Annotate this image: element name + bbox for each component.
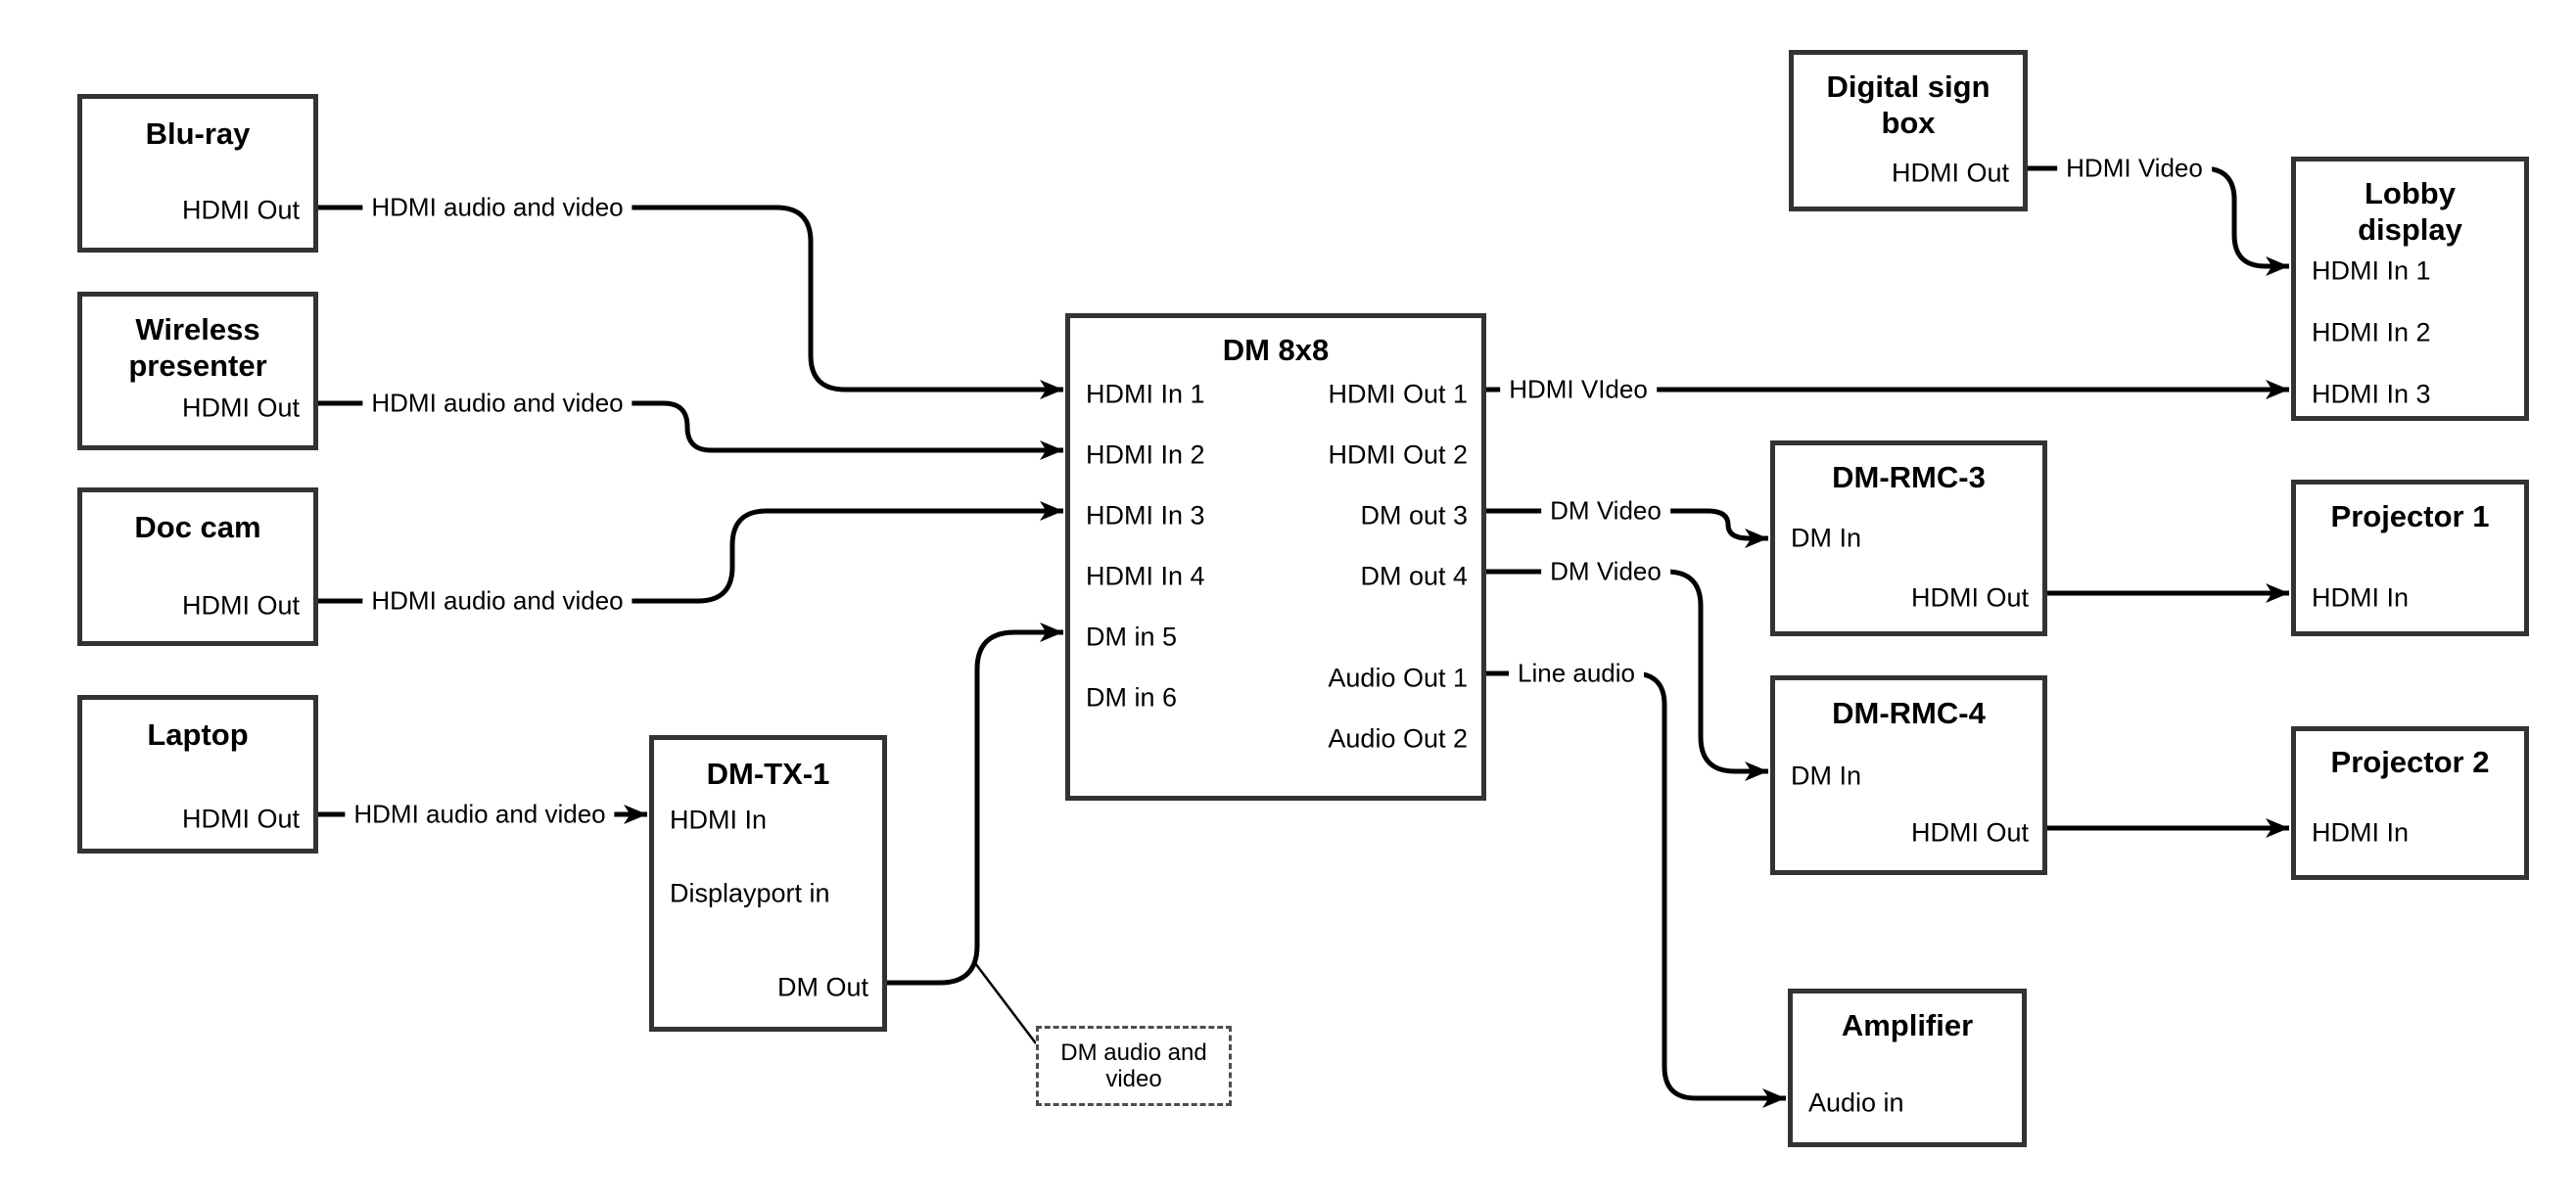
node-wireless-title-line2: presenter <box>128 348 267 383</box>
port-amplifier-audio-in: Audio in <box>1808 1087 1904 1118</box>
port-proj1-hdmi-in: HDMI In <box>2312 582 2410 613</box>
node-dm-8x8: DM 8x8 HDMI In 1 HDMI In 2 HDMI In 3 HDM… <box>1065 313 1486 801</box>
wire-label-dm-video-3: DM Video <box>1541 494 1670 528</box>
node-dmrmc4-title: DM-RMC-4 <box>1832 696 1986 730</box>
node-signbox-title: Digital sign box <box>1794 55 2023 141</box>
node-dm-rmc-3: DM-RMC-3 DM In HDMI Out <box>1770 440 2047 636</box>
node-proj2-title: Projector 2 <box>2330 745 2490 779</box>
wire-label-doccam: HDMI audio and video <box>362 584 632 618</box>
port-dmtx1-displayport-in: Displayport in <box>670 878 830 908</box>
wire-dm8x8-audio1-to-amplifier <box>1486 670 1786 1108</box>
port-dm8x8-hdmi-in-1: HDMI In 1 <box>1086 379 1205 409</box>
port-dm8x8-dm-in-6: DM in 6 <box>1086 682 1178 713</box>
wire-wireless-to-dm8x8-in2 <box>318 400 1063 460</box>
port-dm8x8-hdmi-out-2: HDMI Out 2 <box>1328 439 1468 470</box>
port-proj2-hdmi-in: HDMI In <box>2312 817 2410 848</box>
node-amplifier: Amplifier Audio in <box>1788 989 2027 1147</box>
wire-label-hdmi-video-sign: HDMI Video <box>2057 152 2212 185</box>
node-dm-tx-1: DM-TX-1 HDMI In Displayport in DM Out <box>649 735 887 1032</box>
port-dmtx1-hdmi-in: HDMI In <box>670 805 768 835</box>
wire-dmtx1-to-dm8x8-dmin5 <box>887 623 1063 986</box>
wire-dm8x8-out3-to-dmrmc3 <box>1486 508 1768 548</box>
note-line1: DM audio and <box>1060 1039 1207 1066</box>
port-dm8x8-hdmi-in-3: HDMI In 3 <box>1086 500 1205 531</box>
note-dm-audio-and-video: DM audio and video <box>1036 1026 1232 1106</box>
wire-label-dm-video-4: DM Video <box>1541 555 1670 588</box>
node-lobby-title-line2: display <box>2358 212 2462 247</box>
port-dmrmc3-dm-in: DM In <box>1791 523 1862 553</box>
node-signbox-title-line1: Digital sign <box>1826 69 1991 104</box>
node-wireless-title: Wireless presenter <box>82 297 313 384</box>
port-bluray-hdmi-out: HDMI Out <box>181 195 300 225</box>
node-projector-2: Projector 2 HDMI In <box>2291 726 2529 880</box>
port-dmrmc4-hdmi-out: HDMI Out <box>1910 817 2029 848</box>
wire-bluray-to-dm8x8-in1 <box>318 205 1063 399</box>
port-dm8x8-dm-out-3: DM out 3 <box>1360 500 1468 531</box>
port-lobby-hdmi-in-2: HDMI In 2 <box>2312 317 2431 347</box>
port-dm8x8-dm-out-4: DM out 4 <box>1360 561 1468 591</box>
port-signbox-hdmi-out: HDMI Out <box>1891 158 2009 188</box>
port-dmrmc3-hdmi-out: HDMI Out <box>1910 582 2029 613</box>
node-laptop: Laptop HDMI Out <box>77 695 318 854</box>
wire-label-line-audio: Line audio <box>1509 657 1644 690</box>
node-digital-sign-box: Digital sign box HDMI Out <box>1789 50 2028 211</box>
note-leader-line <box>974 962 1037 1044</box>
port-dm8x8-hdmi-in-4: HDMI In 4 <box>1086 561 1205 591</box>
node-proj1-title: Projector 1 <box>2330 499 2490 533</box>
wire-label-bluray: HDMI audio and video <box>362 191 632 224</box>
node-lobby-title-line1: Lobby <box>2365 176 2456 210</box>
port-dm8x8-hdmi-in-2: HDMI In 2 <box>1086 439 1205 470</box>
port-dm8x8-audio-out-2: Audio Out 2 <box>1328 723 1468 754</box>
port-dm8x8-dm-in-5: DM in 5 <box>1086 622 1178 652</box>
port-doccam-hdmi-out: HDMI Out <box>181 590 300 621</box>
node-doc-cam: Doc cam HDMI Out <box>77 487 318 646</box>
wire-label-laptop: HDMI audio and video <box>345 798 615 831</box>
port-laptop-hdmi-out: HDMI Out <box>181 804 300 834</box>
node-dm8x8-title: DM 8x8 <box>1222 333 1330 367</box>
node-lobby-title: Lobby display <box>2296 162 2524 248</box>
wire-doccam-to-dm8x8-in3 <box>318 501 1063 604</box>
port-wireless-hdmi-out: HDMI Out <box>181 393 300 423</box>
wire-signbox-to-lobby-in1 <box>2028 165 2289 276</box>
note-line2: video <box>1105 1066 1162 1092</box>
node-bluray-title: Blu-ray <box>145 116 251 151</box>
node-doccam-title: Doc cam <box>134 510 261 544</box>
wire-label-wireless: HDMI audio and video <box>362 387 632 420</box>
node-projector-1: Projector 1 HDMI In <box>2291 480 2529 636</box>
node-dmtx1-title: DM-TX-1 <box>706 757 830 791</box>
node-signbox-title-line2: box <box>1881 106 1936 140</box>
node-amplifier-title: Amplifier <box>1841 1008 1974 1042</box>
node-wireless-title-line1: Wireless <box>135 312 260 346</box>
wire-dm8x8-out4-to-dmrmc4 <box>1486 569 1768 781</box>
port-dm8x8-hdmi-out-1: HDMI Out 1 <box>1328 379 1468 409</box>
node-dm-rmc-4: DM-RMC-4 DM In HDMI Out <box>1770 675 2047 875</box>
port-dmrmc4-dm-in: DM In <box>1791 761 1862 791</box>
node-dmrmc3-title: DM-RMC-3 <box>1832 460 1986 494</box>
port-lobby-hdmi-in-3: HDMI In 3 <box>2312 379 2431 409</box>
node-laptop-title: Laptop <box>147 717 249 752</box>
port-lobby-hdmi-in-1: HDMI In 1 <box>2312 255 2431 286</box>
node-lobby-display: Lobby display HDMI In 1 HDMI In 2 HDMI I… <box>2291 157 2529 421</box>
wire-label-hdmi-video-out1: HDMI VIdeo <box>1500 373 1657 406</box>
node-wireless-presenter: Wireless presenter HDMI Out <box>77 292 318 450</box>
node-bluray: Blu-ray HDMI Out <box>77 94 318 253</box>
port-dm8x8-audio-out-1: Audio Out 1 <box>1328 663 1468 693</box>
port-dmtx1-dm-out: DM Out <box>776 972 868 1002</box>
